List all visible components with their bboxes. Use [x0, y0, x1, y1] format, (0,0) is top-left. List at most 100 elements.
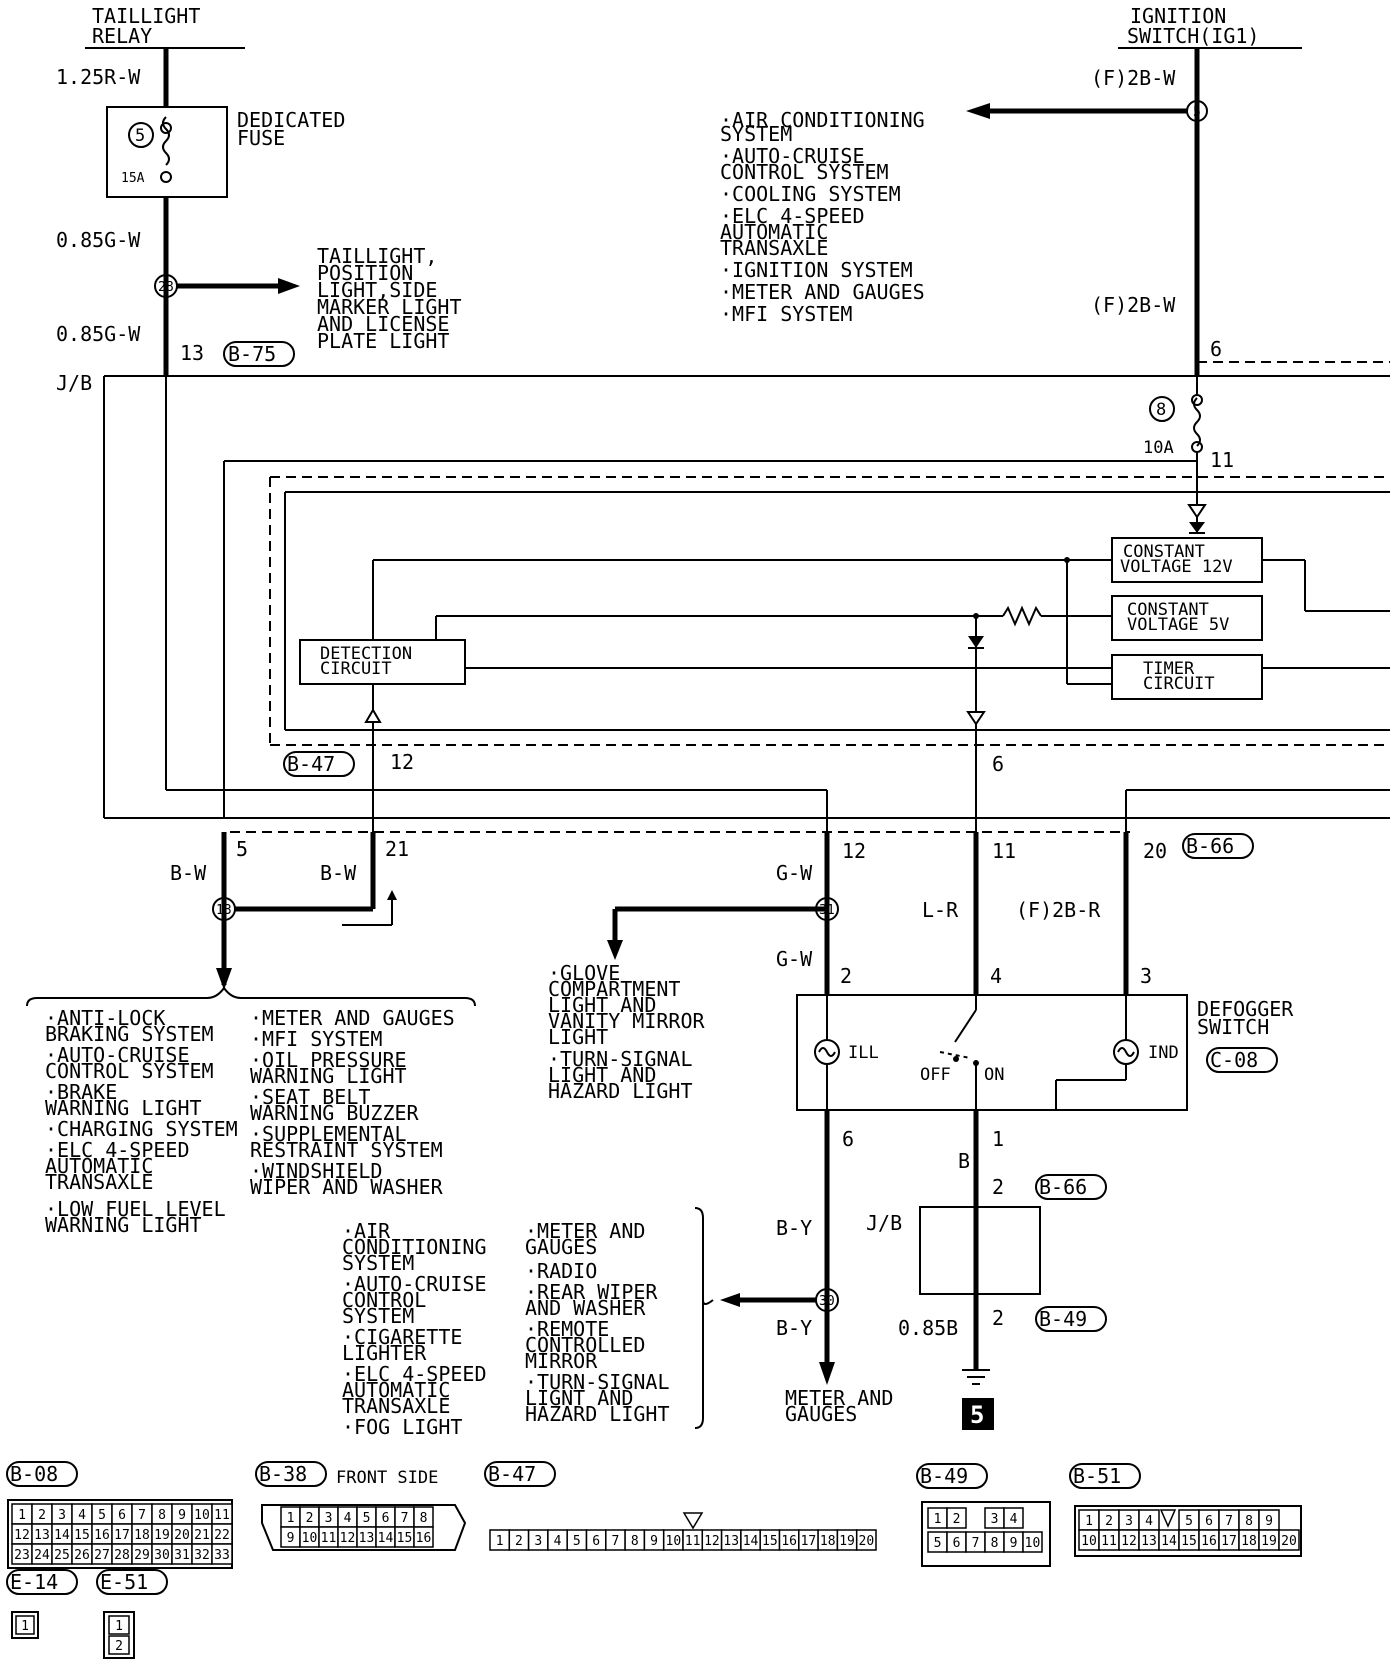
b49-pin: 7: [972, 1536, 980, 1551]
b47-pin: 1: [496, 1534, 504, 1549]
pin-1: 1: [992, 1127, 1004, 1151]
e14-label: E-14: [10, 1570, 58, 1594]
b08-pin: 28: [114, 1548, 130, 1563]
b08-pin: 11: [214, 1508, 230, 1523]
b51-pin: 18: [1241, 1534, 1257, 1549]
b51-pin: 9: [1265, 1514, 1273, 1529]
wire-f2br: (F)2B-R: [1016, 898, 1101, 922]
b38-pin: 10: [302, 1531, 318, 1546]
b51-pin: 14: [1161, 1534, 1177, 1549]
b66-connector-a: B-66: [1186, 834, 1234, 858]
b47-pin: 13: [723, 1534, 739, 1549]
b51-pin: 11: [1101, 1534, 1117, 1549]
destination-lists: ·ANTI-LOCK BRAKING SYSTEM ·AUTO-CRUISE C…: [26, 986, 714, 1439]
jb-label: J/B: [56, 371, 92, 395]
b38-pin: 8: [420, 1511, 428, 1526]
e51-label: E-51: [100, 1570, 148, 1594]
b51-pin: 15: [1181, 1534, 1197, 1549]
b66-connector-b: B-66: [1039, 1175, 1087, 1199]
b49-label: B-49: [920, 1464, 968, 1488]
b51-pin: 3: [1125, 1514, 1133, 1529]
b08-pin: 29: [134, 1548, 150, 1563]
b08-pin: 26: [74, 1548, 90, 1563]
b08-pin: 8: [158, 1508, 166, 1523]
resistor: [1002, 605, 1042, 627]
junction-28-label: 28: [158, 280, 174, 295]
b08-pin: 17: [114, 1528, 130, 1543]
b51-pin: 17: [1221, 1534, 1237, 1549]
b08-pin: 33: [214, 1548, 230, 1563]
b49-pin: 6: [953, 1536, 961, 1551]
dest-col-4: ·METER AND GAUGES ·RADIO ·REAR WIPER AND…: [525, 1219, 682, 1426]
timer-circuit-box: [1111, 654, 1263, 700]
junction-5-label: 5: [1193, 105, 1201, 120]
b08-pin: 32: [194, 1548, 210, 1563]
b51-pin: 20: [1281, 1534, 1297, 1549]
b08-pin: 27: [94, 1548, 110, 1563]
junction-13-label: 13: [216, 903, 232, 918]
b08-pin: 25: [54, 1548, 70, 1563]
front-side-label: FRONT SIDE: [336, 1468, 438, 1488]
switch-pin-4: 4: [990, 964, 1002, 988]
b75-connector: B-75: [228, 342, 276, 366]
b47-pin: 2: [515, 1534, 523, 1549]
pin-13-label: 13: [180, 341, 204, 365]
b49-pin: 3: [991, 1512, 999, 1527]
e51-pin: 1: [115, 1619, 123, 1634]
fuse8-symbol: [1193, 397, 1201, 447]
b08-pin: 1: [18, 1508, 26, 1523]
b08-pin: 6: [118, 1508, 126, 1523]
b49-pin: 9: [1010, 1536, 1018, 1551]
wire-gw-a: G-W: [776, 861, 813, 885]
wire-bw-a: B-W: [170, 861, 207, 885]
b08-pin: 4: [78, 1508, 86, 1523]
b08-pin: 19: [154, 1528, 170, 1543]
b08-label: B-08: [10, 1462, 58, 1486]
taillight-dest-list: TAILLIGHT, POSITION LIGHT,SIDE MARKER LI…: [317, 244, 474, 353]
pin-20: 20: [1143, 839, 1167, 863]
b08-pin: 18: [134, 1528, 150, 1543]
b08-pin: 22: [214, 1528, 230, 1543]
pin-6-top: 6: [1210, 337, 1222, 361]
b47-pin: 5: [573, 1534, 581, 1549]
pin-11-top: 11: [1210, 448, 1234, 472]
b49-pin: 4: [1010, 1512, 1018, 1527]
module-pin-6: 6: [992, 752, 1004, 776]
ground-point-box: [962, 1398, 994, 1430]
b08-pin: 16: [94, 1528, 110, 1543]
constant-voltage-12v-box: [1111, 537, 1263, 583]
pin-2-b: 2: [992, 1306, 1004, 1330]
b08-pin: 21: [194, 1528, 210, 1543]
junction-block: J/B 8 10A 11: [56, 361, 1390, 833]
wire-085gw-b: 0.85G-W: [56, 322, 141, 346]
b08-pin: 12: [14, 1528, 30, 1543]
wire-b: B: [958, 1149, 970, 1173]
b51-pin: 19: [1261, 1534, 1277, 1549]
e51-connector: 12: [103, 1611, 135, 1659]
ground-point: 5: [970, 1401, 984, 1429]
junction-31-label: 31: [819, 903, 835, 918]
c08-connector: C-08: [1210, 1048, 1258, 1072]
fuse5-symbol: [162, 116, 170, 166]
b49-connector-label: B-49: [1039, 1307, 1087, 1331]
ill-label: ILL: [848, 1043, 879, 1063]
b51-pin: 5: [1185, 1514, 1193, 1529]
b49-pin: 1: [934, 1512, 942, 1527]
b08-pin: 24: [34, 1548, 50, 1563]
b51-pin: 13: [1141, 1534, 1157, 1549]
fuse8-number: 8: [1156, 400, 1166, 420]
b51-pin: 1: [1085, 1514, 1093, 1529]
diode: [968, 636, 984, 648]
b49-pin: 2: [953, 1512, 961, 1527]
pin-21: 21: [385, 837, 409, 861]
